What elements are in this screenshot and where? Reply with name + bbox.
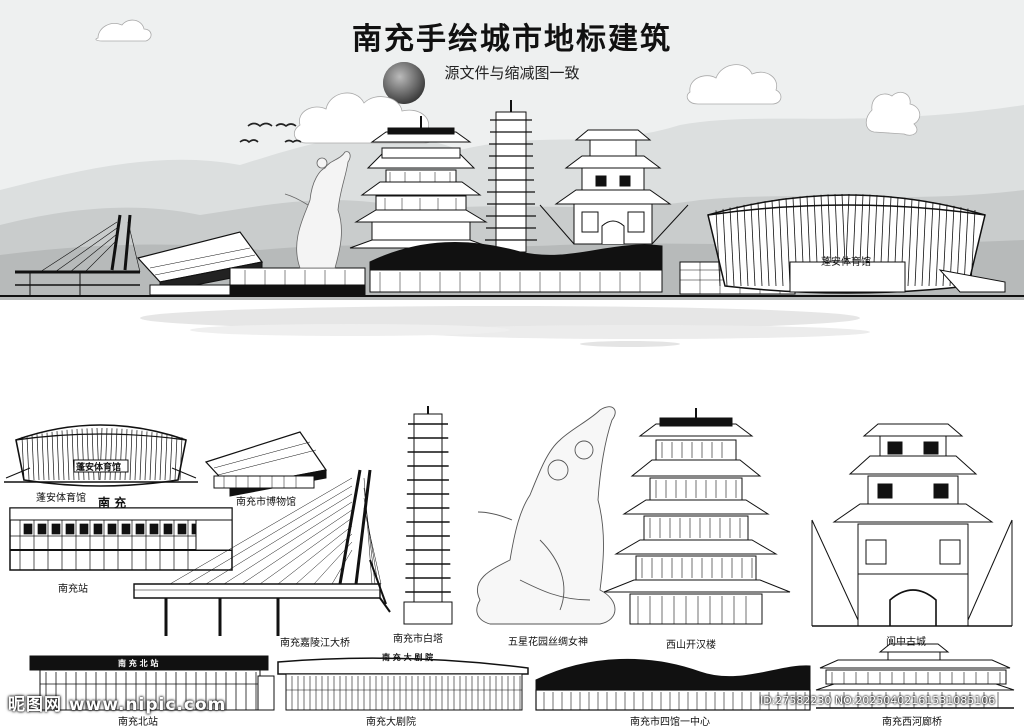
page-title: 南充手绘城市地标建筑 [352, 22, 672, 57]
landmark-northstation [29, 655, 275, 711]
watermark-id: ID:27582230 NO:20250402161531085106 [760, 694, 996, 707]
landmark-bridge [133, 469, 391, 636]
landmark-langzhong [811, 423, 1013, 627]
caption-fourhalls: 南充市四馆一中心 [630, 717, 710, 728]
skyline-stadium [707, 193, 1006, 294]
birds-icon [239, 122, 302, 144]
caption-bridge: 南充嘉陵江大桥 [280, 638, 350, 649]
caption-theatre: 南充大剧院 [366, 717, 416, 728]
watermark-site: 昵图网 www.nipic.com [8, 695, 227, 715]
landmark-fourhalls [535, 658, 811, 711]
theatre-sign: 南 充 大 剧 院 [382, 653, 434, 662]
skyline-stadium-sign: 蓬安体育馆 [821, 255, 871, 268]
stadium-sign: 蓬安体育馆 [76, 463, 122, 473]
landmark-museum [204, 431, 328, 497]
station-sign: 南 充 [98, 496, 127, 510]
landmark-whitepagoda [403, 406, 453, 625]
caption-museum: 南充市博物馆 [236, 497, 296, 508]
water-haze [140, 306, 870, 347]
landmark-theatre [277, 657, 529, 711]
landmark-station [9, 507, 233, 571]
caption-whitepagoda: 南充市白塔 [393, 634, 443, 645]
page-subtitle: 源文件与缩减图一致 [444, 64, 580, 82]
caption-penganstadium: 蓬安体育馆 [36, 493, 86, 504]
landmark-xihebridge [815, 643, 1015, 709]
skyline-langzhong [539, 129, 689, 245]
north-station-sign: 南 充 北 站 [118, 659, 159, 668]
caption-silkgoddess: 五星花园丝绸女神 [508, 637, 588, 648]
landmark-hanlou [603, 408, 791, 625]
caption-station: 南充站 [58, 584, 88, 595]
caption-xihebridge: 南充西河廊桥 [882, 717, 942, 728]
skyline-hanlou [349, 116, 493, 249]
skyline [0, 100, 1024, 297]
skyline-bridge [15, 214, 141, 296]
skyline-statue [284, 151, 351, 269]
caption-langzhong: 阆中古城 [886, 637, 926, 648]
caption-hanlou: 西山开汉楼 [666, 640, 716, 651]
skyline-four-halls [369, 242, 663, 293]
caption-northstation: 南充北站 [118, 717, 158, 728]
landmark-silkgoddess [476, 406, 616, 625]
landmark-penganstadium [4, 424, 198, 487]
